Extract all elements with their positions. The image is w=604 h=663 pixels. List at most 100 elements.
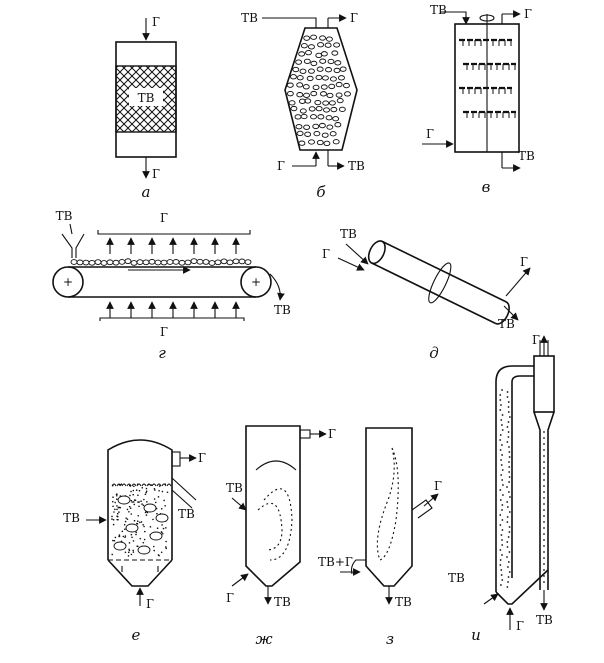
pebble <box>292 66 300 73</box>
riser-dot <box>499 584 502 586</box>
bed-dot <box>141 503 143 505</box>
gas-bubble <box>149 531 163 541</box>
label-solid-in-g: ТВ <box>56 209 73 223</box>
riser-dot <box>499 399 502 401</box>
riser-dot <box>500 419 503 421</box>
bed-dot <box>133 485 135 488</box>
apparatus-v-shelf-dryer: ТВ Г Г ТВ в <box>422 3 535 196</box>
pebble <box>321 132 329 138</box>
bed-dot <box>144 493 147 496</box>
belt-particle <box>178 259 186 266</box>
pebble <box>295 59 303 65</box>
pebble <box>296 75 304 81</box>
riser-dot <box>506 521 509 523</box>
riser-dot <box>501 539 503 541</box>
label-gas-out-a: Г <box>152 167 160 181</box>
pebble <box>317 42 325 48</box>
gas-out-brace <box>97 230 251 235</box>
riser-dot <box>501 414 504 416</box>
bed-dot <box>135 533 137 536</box>
riser-dot <box>499 489 502 491</box>
bed-dot <box>120 483 123 486</box>
bed-dot <box>115 493 118 496</box>
pebble <box>332 139 340 145</box>
solid-in-arrow-d <box>345 243 369 265</box>
riser-dot <box>499 549 502 551</box>
riser-dot <box>499 439 502 441</box>
belt-particle <box>94 259 102 265</box>
bed-dot <box>160 508 163 510</box>
bed-dot <box>124 520 127 523</box>
solid-layer-e <box>111 483 172 557</box>
standpipe-dot <box>543 515 545 517</box>
bed-dot <box>143 525 145 528</box>
apparatus-e-fluidized-bed: Г ТВ Г ТВ е <box>63 439 206 644</box>
inner-deflector-zh <box>255 460 297 471</box>
bed-dot <box>166 491 169 494</box>
riser-bottom-i <box>495 569 549 605</box>
riser-dot <box>508 416 511 418</box>
cyclone-i <box>533 355 555 413</box>
pebble <box>307 68 315 74</box>
label-solid-out-v: ТВ <box>518 149 535 163</box>
pebble <box>304 98 312 104</box>
riser-dot <box>508 456 511 458</box>
bed-dot <box>165 540 167 543</box>
belt-particle <box>136 259 144 265</box>
bed-dot <box>142 524 144 526</box>
pebble <box>321 75 329 81</box>
apparatus-b-moving-bed: ТВ Г Г ТВ б <box>241 11 365 201</box>
pebble <box>290 105 298 112</box>
pebble <box>300 43 308 49</box>
bed-dot <box>124 551 127 554</box>
gas-bubble <box>143 503 157 513</box>
bed-dot <box>139 521 141 524</box>
pebble <box>326 92 334 99</box>
riser-bend-inner <box>511 375 534 383</box>
rotation-icon <box>479 14 495 22</box>
riser-dot <box>506 586 509 588</box>
bed-dot <box>161 490 164 493</box>
bed-surface <box>166 483 172 487</box>
riser-dot <box>500 574 503 576</box>
pebble <box>319 35 327 41</box>
bed-dot <box>132 549 134 552</box>
standpipe-i <box>533 411 555 590</box>
riser-dot <box>507 566 509 568</box>
label-gas-out-v: Г <box>524 7 532 21</box>
pebble <box>298 98 306 104</box>
riser-dot <box>501 444 503 446</box>
riser-dot <box>506 441 509 443</box>
drum-d <box>367 240 510 325</box>
standpipe-dot <box>543 569 545 571</box>
belt-particle <box>88 259 96 266</box>
pebble <box>310 90 318 97</box>
belt-particle <box>112 259 120 266</box>
bed-dot <box>161 524 163 526</box>
label-solid-out-z: ТВ <box>395 595 412 609</box>
bed-dot <box>131 536 133 539</box>
bed-dot <box>157 496 160 498</box>
pebble <box>333 67 341 74</box>
bed-dot <box>128 542 131 544</box>
bed-dot <box>138 505 140 508</box>
bed-dot <box>165 547 168 550</box>
riser-dot <box>508 531 511 533</box>
bed-dot <box>135 489 138 492</box>
feed-hopper <box>61 233 85 258</box>
swirl-path-z <box>376 447 399 561</box>
rotation-arrow-d <box>428 262 452 304</box>
bed-dot <box>129 494 131 497</box>
label-solid-in-b: ТВ <box>241 11 258 25</box>
caption-a: а <box>142 183 151 201</box>
bed-dot <box>114 508 116 511</box>
standpipe-dot <box>543 563 545 565</box>
solid-flow-i <box>499 389 545 588</box>
riser-dot <box>502 484 504 486</box>
bed-surface <box>121 483 127 487</box>
bed-surface <box>136 483 142 487</box>
belt-particle <box>142 259 150 266</box>
bed-dot <box>112 505 114 508</box>
belt-particle <box>148 258 156 265</box>
belt-particle <box>82 259 90 266</box>
